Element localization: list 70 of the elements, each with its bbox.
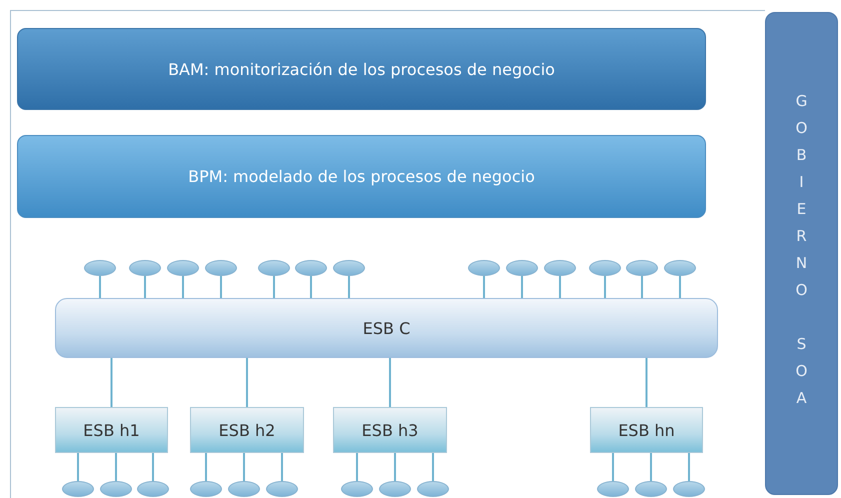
node-label: ESB hn	[618, 420, 675, 440]
service-bus-bar	[55, 298, 718, 358]
service-ellipse	[258, 260, 290, 276]
node-label: BAM: monitorización de los procesos de negocio	[168, 60, 555, 78]
layer-band	[17, 28, 706, 110]
service-ellipse	[167, 260, 199, 276]
service-bus-box	[55, 407, 168, 453]
service-ellipse	[205, 260, 237, 276]
connector-line	[641, 276, 643, 298]
node-label: ESB h2	[218, 420, 276, 440]
connector-line	[243, 453, 245, 481]
service-bus-box	[190, 407, 304, 453]
service-ellipse	[100, 481, 132, 497]
service-ellipse	[62, 481, 94, 497]
service-ellipse	[417, 481, 449, 497]
connector-line	[246, 358, 248, 407]
connector-line	[144, 276, 146, 298]
governance-band	[765, 12, 838, 495]
connector-line	[688, 453, 690, 481]
connector-line	[281, 453, 283, 481]
service-bus-box	[333, 407, 447, 453]
connector-line	[152, 453, 154, 481]
connector-line	[310, 276, 312, 298]
service-ellipse	[341, 481, 373, 497]
vertical-label: GOBIERNO SOA	[792, 92, 810, 416]
service-ellipse	[635, 481, 667, 497]
connector-line	[110, 358, 112, 407]
connector-line	[646, 358, 648, 407]
connector-line	[432, 453, 434, 481]
connector-line	[205, 453, 207, 481]
service-ellipse	[544, 260, 576, 276]
connector-line	[182, 276, 184, 298]
connector-line	[348, 276, 350, 298]
service-ellipse	[379, 481, 411, 497]
connector-line	[394, 453, 396, 481]
service-ellipse	[589, 260, 621, 276]
connector-line	[650, 453, 652, 481]
service-ellipse	[673, 481, 705, 497]
connector-line	[389, 358, 391, 407]
service-ellipse	[664, 260, 696, 276]
service-ellipse	[597, 481, 629, 497]
layer-band	[17, 135, 706, 218]
connector-line	[679, 276, 681, 298]
service-ellipse	[228, 481, 260, 497]
connector-line	[99, 276, 101, 298]
connector-line	[220, 276, 222, 298]
connector-line	[77, 453, 79, 481]
connector-line	[521, 276, 523, 298]
service-ellipse	[468, 260, 500, 276]
node-label: BPM: modelado de los procesos de negocio	[188, 167, 535, 186]
connector-line	[483, 276, 485, 298]
connector-line	[273, 276, 275, 298]
service-ellipse	[84, 260, 116, 276]
service-ellipse	[137, 481, 169, 497]
node-label: ESB h3	[362, 420, 418, 440]
node-label: ESB h1	[83, 420, 140, 440]
service-ellipse	[333, 260, 365, 276]
connector-line	[356, 453, 358, 481]
service-ellipse	[190, 481, 222, 497]
node-label: ESB C	[362, 318, 410, 338]
service-ellipse	[295, 260, 327, 276]
connector-line	[115, 453, 117, 481]
service-bus-box	[590, 407, 703, 453]
service-ellipse	[266, 481, 298, 497]
service-ellipse	[506, 260, 538, 276]
service-ellipse	[129, 260, 161, 276]
connector-line	[612, 453, 614, 481]
service-ellipse	[626, 260, 658, 276]
connector-line	[559, 276, 561, 298]
connector-line	[604, 276, 606, 298]
